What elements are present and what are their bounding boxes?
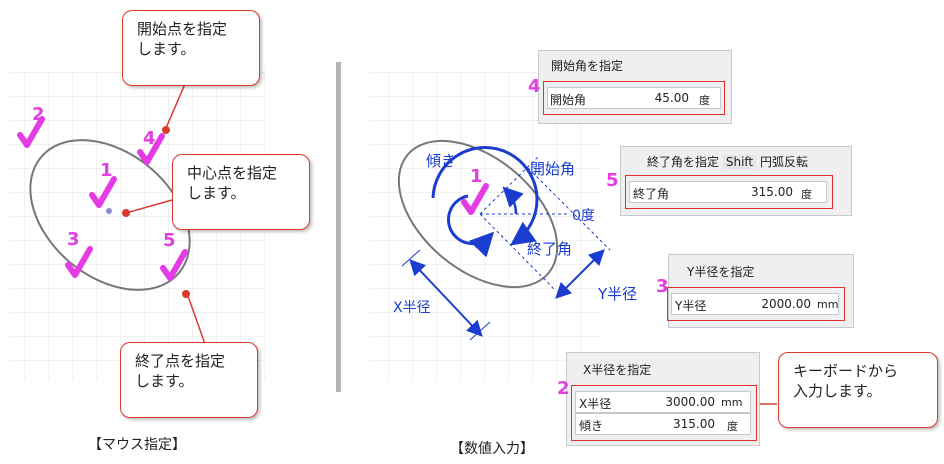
axis-line-a — [479, 154, 541, 215]
panel-y-radius-title: Y半径を指定 — [687, 265, 755, 279]
caption-numeric: 【数値入力】 — [450, 441, 534, 457]
label-end-angle: 終了角 — [527, 240, 573, 258]
panel-x-radius: X半径を指定 X半径 3000.00 mm 傾き 315.00 度 — [566, 352, 760, 446]
panel-end-angle-highlight — [625, 175, 833, 209]
x-radius-ext1 — [401, 249, 421, 267]
x-radius-dim — [409, 259, 483, 337]
y-radius-label: Y半径 — [675, 299, 707, 313]
label-tilt: 傾き — [426, 152, 457, 170]
tilt-unit: 度 — [727, 420, 738, 433]
panel-start-angle-title: 開始角を指定 — [551, 59, 624, 73]
panel-x-radius-title: X半径を指定 — [583, 363, 652, 377]
start-angle-input[interactable]: 45.00 — [654, 91, 689, 105]
ellipse-tangent — [527, 167, 611, 251]
right-number-5: 5 — [606, 170, 619, 191]
panel-end-angle-title: 終了角を指定 Shift 円弧反転 — [647, 155, 808, 169]
x-radius-label: X半径 — [579, 397, 612, 411]
panel-start-angle-highlight — [543, 81, 725, 115]
label-x-radius: X半径 — [393, 300, 431, 316]
y-radius-unit: mm — [817, 298, 839, 311]
left-number-1: 1 — [100, 160, 113, 181]
center-leader — [125, 199, 173, 214]
center-dot — [122, 209, 130, 217]
panel-x-radius-highlight — [571, 385, 757, 441]
y-radius-input[interactable]: 2000.00 — [761, 297, 811, 311]
right-ellipse — [397, 139, 559, 289]
divider — [336, 62, 341, 392]
right-number-1: 1 — [470, 166, 483, 187]
end-angle-label: 終了角 — [633, 187, 670, 201]
tilt-input[interactable]: 315.00 — [673, 417, 715, 431]
tilt-label: 傾き — [579, 419, 604, 433]
start-leader — [165, 83, 186, 129]
panel-y-radius: Y半径を指定 Y半径 2000.00 mm — [667, 254, 854, 328]
y-radius-row — [671, 293, 839, 315]
start-angle-row — [547, 87, 721, 109]
left-number-3: 3 — [67, 229, 80, 250]
end-angle-unit: 度 — [801, 188, 812, 201]
arc-reverse-toggle[interactable]: 円弧反転 — [759, 155, 808, 169]
start-angle-unit: 度 — [699, 94, 710, 107]
end-dot — [182, 290, 190, 298]
shift-key[interactable]: Shift — [722, 155, 757, 169]
start-angle-label: 開始角 — [550, 93, 587, 107]
x-radius-input[interactable]: 3000.00 — [665, 395, 715, 409]
left-ellipse — [29, 139, 191, 291]
panel-start-angle: 開始角を指定 開始角 45.00 度 — [538, 50, 732, 124]
left-number-5: 5 — [163, 230, 176, 251]
right-number-4: 4 — [528, 76, 541, 97]
y-radius-dim — [555, 249, 605, 299]
panel-y-radius-highlight — [667, 287, 845, 321]
center-point — [106, 208, 112, 214]
check-mark-1 — [461, 183, 489, 215]
inner-arc — [447, 194, 495, 258]
callout-center-point: 中心点を指定 します。 — [172, 154, 310, 230]
start-angle-arc — [502, 186, 524, 215]
tilt-arc — [431, 146, 539, 246]
right-number-2: 2 — [557, 378, 570, 399]
label-zero: 0度 — [572, 208, 595, 224]
caption-mouse: 【マウス指定】 — [88, 437, 186, 453]
panel-end-angle: 終了角を指定 Shift 円弧反転 終了角 315.00 度 — [620, 146, 852, 216]
end-angle-input[interactable]: 315.00 — [751, 185, 793, 199]
left-number-4: 4 — [143, 128, 156, 149]
tilt-row — [575, 413, 751, 435]
x-radius-row — [575, 391, 751, 413]
x-radius-unit: mm — [721, 396, 743, 409]
callout-end-point: 終了点を指定 します。 — [120, 342, 258, 418]
end-leader — [187, 295, 206, 345]
right-number-3: 3 — [656, 276, 669, 297]
start-dot — [162, 126, 170, 134]
end-angle-row — [629, 181, 827, 203]
callout-start-point: 開始点を指定 します。 — [122, 10, 260, 86]
callout-keyboard: キーボードから 入力します。 — [778, 352, 938, 428]
label-y-radius: Y半径 — [598, 285, 638, 303]
label-start-angle: 開始角 — [530, 160, 576, 178]
left-number-2: 2 — [32, 104, 45, 125]
